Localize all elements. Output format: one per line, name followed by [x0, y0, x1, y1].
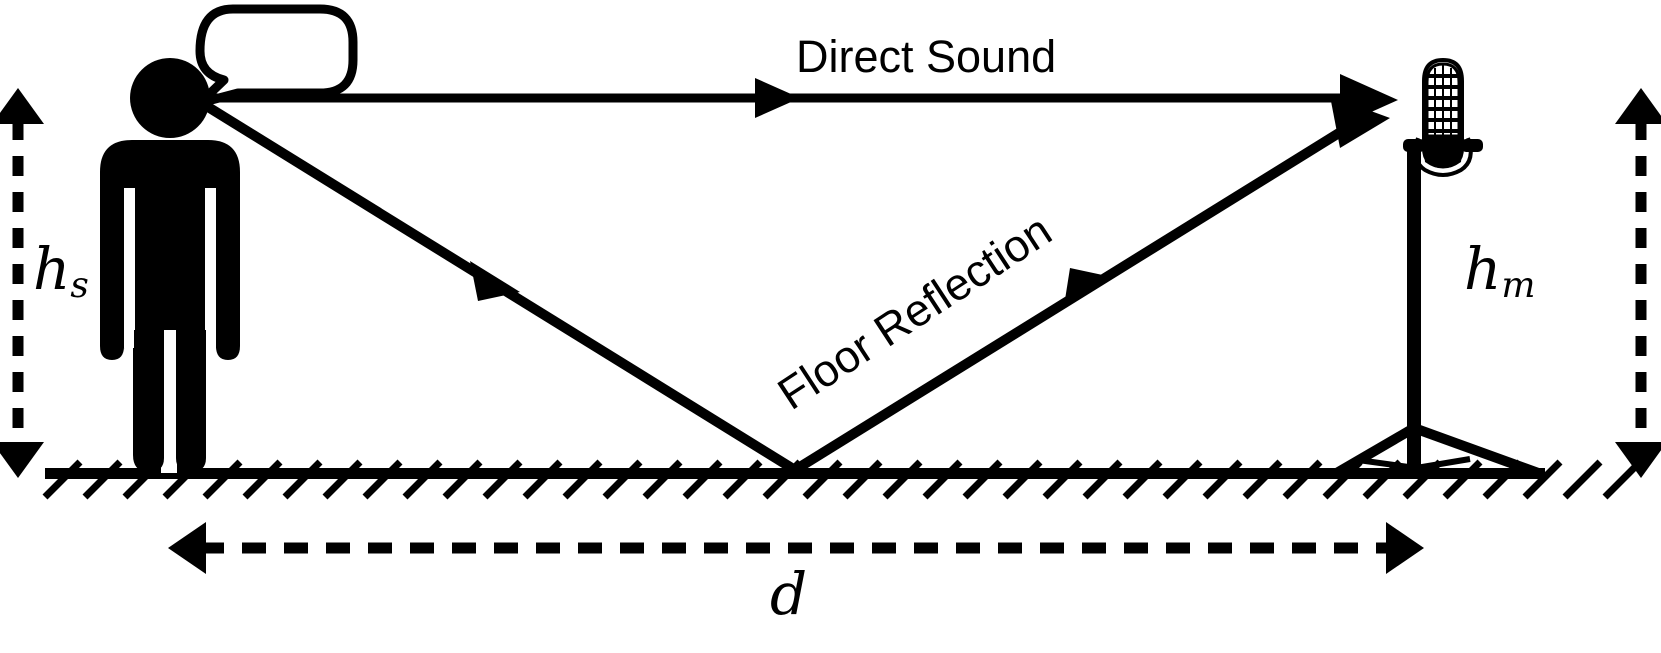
direct-sound-label: Direct Sound: [796, 31, 1057, 82]
ground-line: [45, 468, 1545, 479]
person-speaking-icon: [100, 58, 240, 473]
mic-height-label: hm: [1464, 240, 1535, 304]
speech-bubble-icon: [195, 4, 358, 108]
source-height-symbol: h: [33, 235, 71, 303]
source-height-subscript: s: [70, 264, 89, 306]
source-height-label: hs: [33, 240, 89, 304]
mic-height-symbol: h: [1464, 235, 1502, 303]
mic-stand-icon: [1332, 150, 1543, 479]
floor-reflection-reflected-ray: [792, 96, 1390, 475]
mic-height-dimension: [1615, 88, 1661, 478]
ground-hatching-icon: [42, 459, 1643, 500]
microphone-icon: [1403, 57, 1483, 190]
source-height-dimension: [0, 88, 44, 478]
distance-label: d: [770, 560, 808, 628]
mic-height-subscript: m: [1501, 264, 1536, 306]
distance-dimension: [168, 522, 1424, 574]
floor-reflection-incident-ray: [197, 97, 798, 475]
